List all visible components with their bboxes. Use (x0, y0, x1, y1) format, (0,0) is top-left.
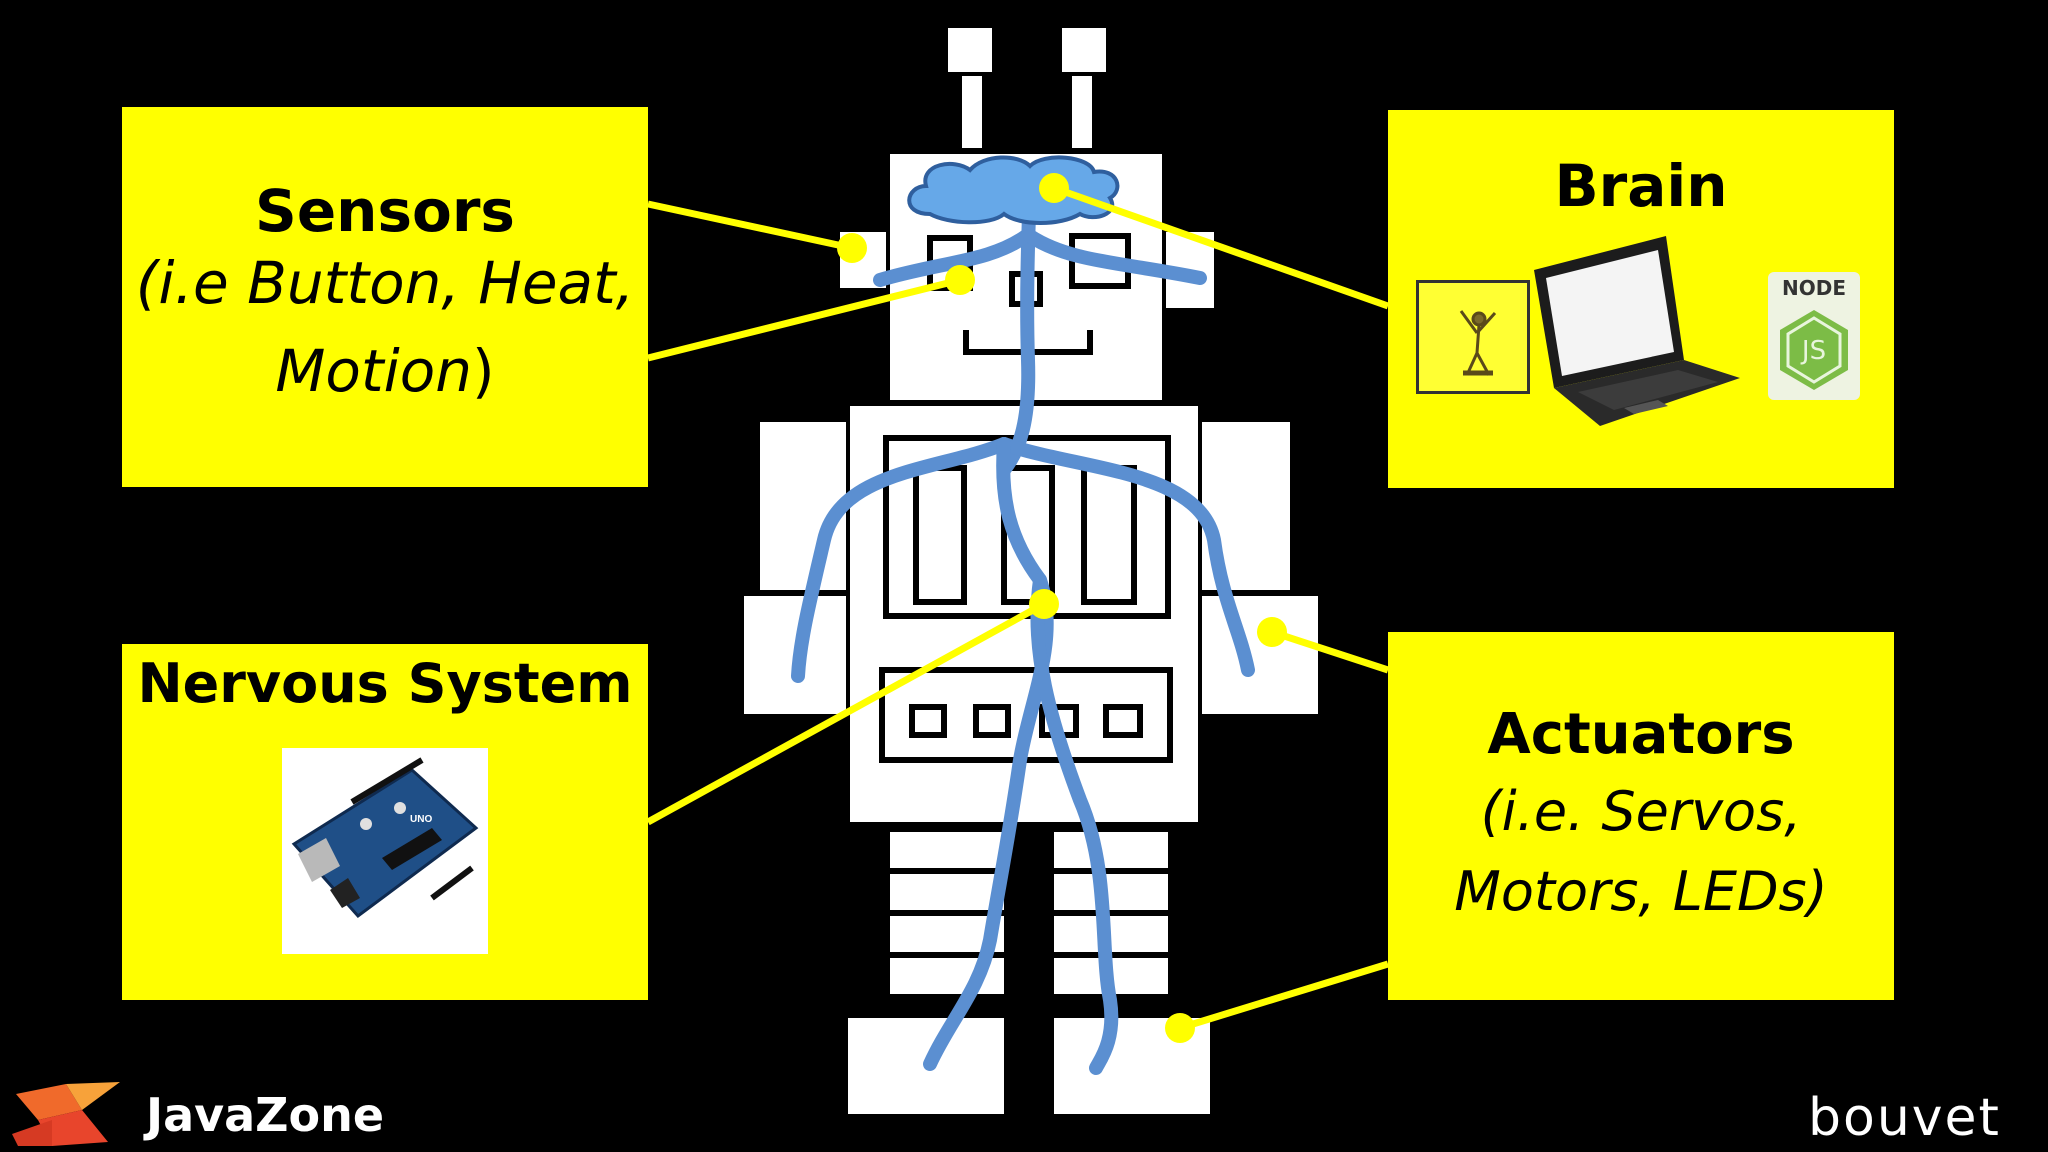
nodejs-label: NODE (1781, 276, 1846, 300)
nervous-system-panel: Nervous System UNO (122, 644, 648, 1000)
laptop-icon (1534, 236, 1740, 426)
robot-figure-icon (1459, 310, 1497, 376)
connector-dots (837, 173, 1287, 1043)
robot-antennas (944, 24, 1110, 152)
bouvet-logo-text: bouvet (1808, 1088, 2001, 1148)
javazone-logo (12, 1080, 122, 1148)
sensors-subtitle-text: Motion (275, 337, 472, 405)
arduino-image: UNO (282, 748, 488, 954)
actuators-subtitle-line2: Motors, LEDs) (1454, 860, 1828, 923)
brain-cloud-icon (907, 155, 1120, 225)
actuators-panel: Actuators (i.e. Servos, Motors, LEDs) (1388, 632, 1894, 1000)
brain-title: Brain (1554, 152, 1728, 220)
sensors-title: Sensors (255, 177, 515, 245)
johnny-five-logo (1416, 280, 1530, 394)
sensors-panel: Sensors (i.e Button, Heat, Motion) (122, 107, 648, 487)
laptop-image (1528, 232, 1748, 432)
javazone-text: JavaZone (146, 1088, 385, 1142)
nerve-network (791, 179, 1255, 1075)
arduino-uno-label: UNO (410, 814, 433, 825)
nodejs-logo: NODE JS (1766, 270, 1862, 402)
robot-feet (844, 1014, 1214, 1118)
sensors-subtitle-line1: (i.e Button, Heat, (135, 249, 635, 317)
robot-legs (886, 828, 1172, 998)
nodejs-icon (1768, 272, 1860, 400)
connector-lines (646, 184, 1390, 1032)
sensors-subtitle-line2: Motion) (122, 329, 648, 413)
actuators-title: Actuators (1487, 702, 1795, 767)
sensors-subtitle-close: ) (472, 337, 495, 405)
javazone-mark-icon (12, 1082, 120, 1146)
arduino-board-icon (291, 757, 479, 919)
actuators-subtitle-line1: (i.e. Servos, (1480, 780, 1802, 843)
js-label: JS (1801, 336, 1827, 366)
nervous-system-title: Nervous System (137, 652, 633, 715)
brain-panel: Brain (1388, 110, 1894, 488)
